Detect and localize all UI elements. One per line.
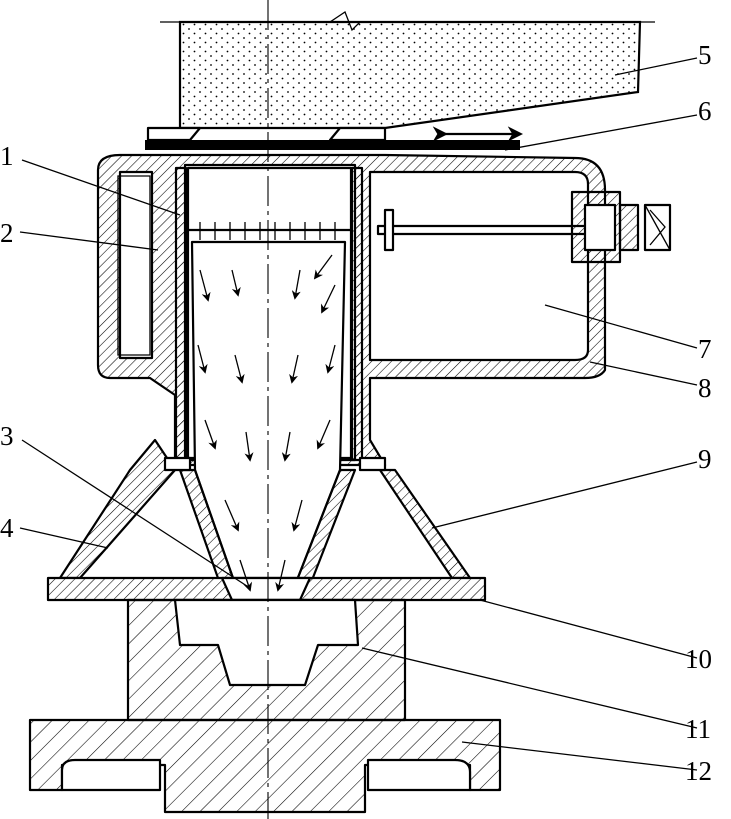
callout-labels: 1 2 3 4 5 6 7 8 9 10 11 12	[0, 40, 712, 786]
vent-slots	[199, 222, 336, 240]
leader-1	[21, 159, 181, 216]
leader-4	[19, 527, 109, 549]
flow-arrow	[239, 559, 253, 592]
callout-9: 9	[698, 444, 712, 474]
callout-11: 11	[685, 714, 711, 744]
work-table	[28, 718, 502, 814]
callout-8: 8	[698, 373, 712, 403]
leader-12	[461, 741, 698, 771]
callout-2: 2	[0, 218, 14, 248]
leader-3	[21, 439, 251, 589]
machine-housing	[96, 153, 607, 467]
sand-flow-arrows	[197, 254, 336, 592]
leader-2	[19, 231, 159, 251]
flow-arrow	[313, 254, 333, 280]
flow-arrow	[231, 269, 241, 297]
flow-arrow	[244, 431, 254, 462]
flow-arrow	[281, 431, 291, 462]
flow-arrow	[199, 269, 211, 302]
leader-5	[614, 57, 698, 76]
leader-11	[361, 647, 698, 729]
leader-7	[544, 304, 698, 349]
flow-arrow	[224, 499, 240, 532]
sand-hopper	[160, 11, 655, 130]
callout-3: 3	[0, 421, 14, 451]
leader-6	[504, 114, 698, 151]
core-box	[126, 598, 407, 722]
flow-arrow	[291, 499, 303, 532]
flow-arrow	[204, 419, 217, 450]
leader-8	[589, 361, 698, 386]
callout-12: 12	[685, 756, 712, 786]
flow-arrow	[197, 344, 208, 374]
leader-9	[431, 461, 698, 529]
air-valve-actuator	[376, 190, 672, 264]
flow-arrow	[325, 344, 336, 374]
callout-4: 4	[0, 513, 14, 543]
flow-arrow	[321, 284, 336, 314]
flow-arrow	[289, 354, 299, 384]
slide-gate	[145, 126, 524, 150]
flow-arrow	[316, 419, 331, 450]
flow-arrow	[275, 559, 286, 592]
callout-1: 1	[0, 141, 14, 171]
flow-arrow	[291, 269, 301, 300]
callout-10: 10	[685, 644, 712, 674]
callout-7: 7	[698, 334, 712, 364]
callout-5: 5	[698, 40, 712, 70]
leader-lines	[19, 57, 698, 771]
flow-arrow	[234, 354, 245, 384]
leader-10	[479, 599, 698, 659]
callout-6: 6	[698, 96, 712, 126]
